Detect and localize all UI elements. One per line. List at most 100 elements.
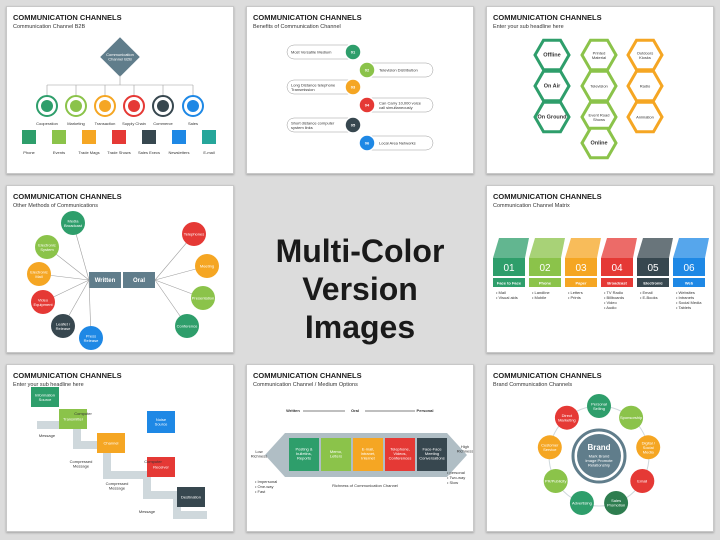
hex-label: Radio bbox=[640, 84, 651, 89]
slide-b2b[interactable]: COMMUNICATION CHANNELS Communication Cha… bbox=[6, 6, 234, 174]
matrix-head-box bbox=[673, 278, 705, 287]
slide-benefits[interactable]: COMMUNICATION CHANNELS Benefits of Commu… bbox=[246, 6, 474, 174]
brand-node bbox=[543, 469, 568, 493]
matrix-item: • Tablets bbox=[676, 305, 691, 310]
brand-node-label: Email bbox=[637, 479, 647, 484]
noise-box bbox=[147, 411, 175, 433]
benefit-gear bbox=[344, 78, 362, 96]
hex-node bbox=[626, 38, 664, 72]
hex-node bbox=[626, 69, 664, 103]
method-node bbox=[35, 235, 59, 259]
benefit-label: Local Area Networks bbox=[379, 141, 416, 146]
medium-label: E-mail,Intranet,Internet bbox=[361, 447, 376, 461]
method-node bbox=[182, 222, 206, 246]
slide-richness[interactable]: COMMUNICATION CHANNELS Communication Cha… bbox=[246, 364, 474, 532]
medium-label: E-mail bbox=[203, 150, 214, 155]
slide-subtitle: Other Methods of Communications bbox=[13, 203, 98, 209]
matrix-item: • Mail bbox=[496, 290, 506, 295]
method-label: Telephones bbox=[184, 232, 204, 237]
matrix-number-box bbox=[565, 258, 597, 276]
brand-node bbox=[604, 491, 629, 515]
matrix-number: 05 bbox=[647, 263, 659, 274]
slide-brand[interactable]: COMMUNICATION CHANNELS Brand Communicati… bbox=[486, 364, 714, 532]
center-line-2: Version Images bbox=[302, 271, 418, 345]
benefit-gear bbox=[358, 61, 376, 79]
written-box bbox=[89, 272, 121, 288]
medium-icon bbox=[82, 130, 96, 144]
method-label: Meeting bbox=[200, 264, 214, 269]
brand-node bbox=[569, 491, 594, 515]
axis-label: Richness of Communication Channel bbox=[332, 483, 398, 488]
matrix-item: • Landline bbox=[532, 290, 550, 295]
matrix-number: 03 bbox=[575, 263, 587, 274]
top-label: Personal bbox=[417, 408, 434, 413]
matrix-head-box bbox=[565, 278, 597, 287]
slide-title: COMMUNICATION CHANNELS bbox=[13, 13, 122, 22]
channel-label: Commerce bbox=[153, 121, 173, 126]
channel-icon bbox=[99, 100, 111, 112]
slide-other-methods[interactable]: COMMUNICATION CHANNELS Other Methods of … bbox=[6, 185, 234, 353]
matrix-item: • E-Books bbox=[640, 295, 658, 300]
matrix-item: • Websites bbox=[676, 290, 695, 295]
method-node bbox=[27, 262, 51, 286]
low-item: • Impersonal bbox=[255, 479, 277, 484]
method-node bbox=[61, 211, 85, 235]
method-node bbox=[175, 314, 199, 338]
slide-subtitle: Communication Channel B2B bbox=[13, 24, 86, 30]
slide-subtitle: Brand Communication Channels bbox=[493, 382, 573, 388]
high-item: • personal bbox=[447, 470, 465, 475]
medium-icon bbox=[202, 130, 216, 144]
channel-label: Sales bbox=[188, 121, 198, 126]
matrix-number-box bbox=[673, 258, 705, 276]
step-caption: Computer bbox=[74, 411, 92, 416]
medium-label: Phone bbox=[23, 150, 35, 155]
method-node bbox=[51, 314, 75, 338]
slide-steps[interactable]: COMMUNICATION CHANNELS Enter your sub he… bbox=[6, 364, 234, 532]
written-label: Written bbox=[95, 278, 116, 284]
matrix-number: 04 bbox=[611, 263, 623, 274]
hex-label: On Ground bbox=[537, 115, 566, 121]
channel-label: Marketing bbox=[67, 121, 85, 126]
oral-box bbox=[123, 272, 155, 288]
method-node bbox=[79, 326, 103, 350]
low-item: • One-way bbox=[255, 484, 274, 489]
medium-label: Trade Mags bbox=[78, 150, 99, 155]
step-box bbox=[31, 387, 59, 407]
channel-icon bbox=[41, 100, 53, 112]
channel-label: Transaction bbox=[95, 121, 116, 126]
matrix-head: Face to Face bbox=[497, 281, 522, 286]
hex-node bbox=[533, 38, 571, 72]
slide-title: COMMUNICATION CHANNELS bbox=[13, 192, 122, 201]
step-box bbox=[177, 487, 205, 507]
benefit-number: 02 bbox=[365, 68, 370, 73]
slide-matrix[interactable]: COMMUNICATION CHANNELS Communication Cha… bbox=[486, 185, 714, 353]
medium-label: Posting &bulletins,Reports bbox=[295, 447, 312, 461]
slide-subtitle: Communication Channel / Medium Options bbox=[253, 382, 358, 388]
hex-node bbox=[580, 38, 618, 72]
benefit-number: 05 bbox=[351, 123, 356, 128]
matrix-item: • Mobile bbox=[532, 295, 547, 300]
matrix-head-box bbox=[637, 278, 669, 287]
slide-title: COMMUNICATION CHANNELS bbox=[493, 13, 602, 22]
benefit-number: 04 bbox=[365, 103, 370, 108]
slide-hexagons[interactable]: COMMUNICATION CHANNELS Enter your sub he… bbox=[486, 6, 714, 174]
brand-node bbox=[636, 435, 661, 460]
matrix-ribbon bbox=[493, 238, 529, 258]
hex-label: Offline bbox=[543, 53, 560, 59]
matrix-ribbon bbox=[565, 238, 601, 258]
benefit-label: Most Versatile Medium bbox=[291, 50, 332, 55]
brand-node bbox=[587, 394, 611, 418]
hex-label: On Air bbox=[544, 84, 561, 90]
